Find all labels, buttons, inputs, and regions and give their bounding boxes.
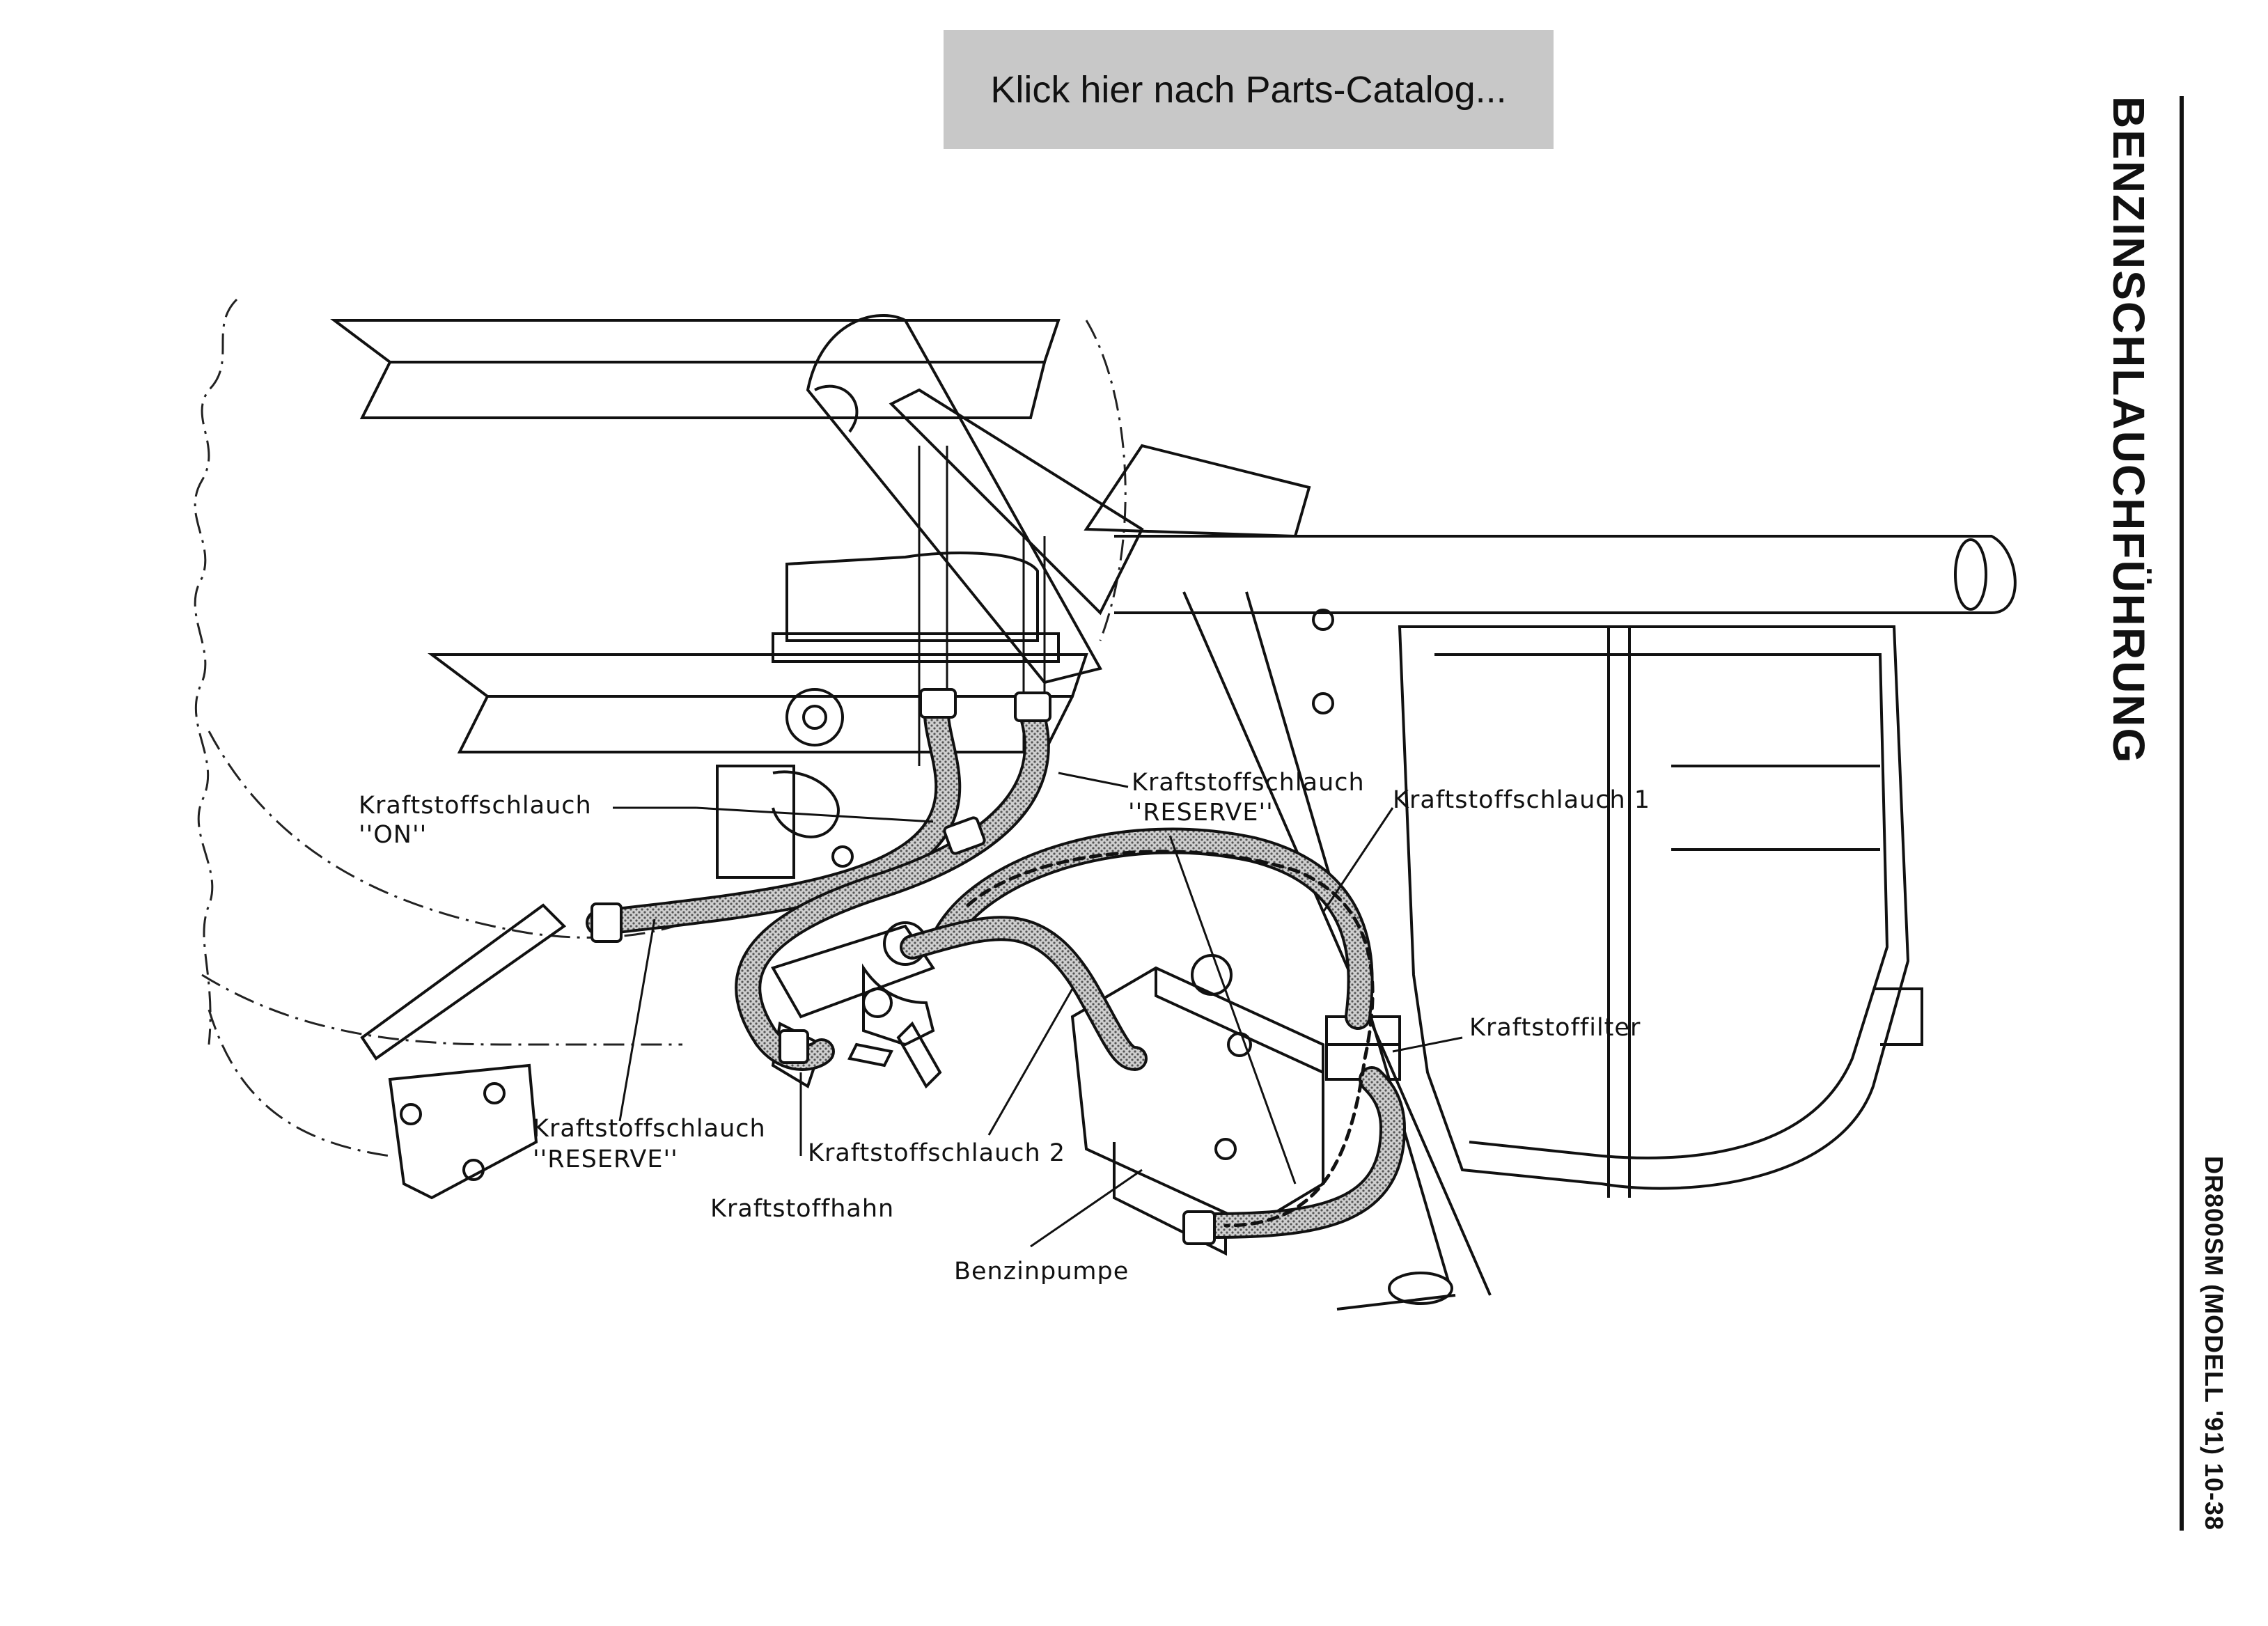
fuel-pump [1070,954,1324,1256]
frame-outline [194,298,1127,1157]
label-hose-on-line2: ''ON'' [359,821,427,849]
hose-1 [934,827,1374,1030]
page-footer: DR800SM (MODELL '91) 10-38 [2200,1156,2228,1531]
fuel-filter [1325,1015,1401,1081]
frame-tubes [330,314,2017,1311]
label-hose-1: Kraftstoffschlauch 1 [1393,786,1650,814]
side-rule [2180,96,2184,1531]
label-hose-on-line1: Kraftstoffschlauch [359,792,592,820]
label-fuel-cock: Kraftstoffhahn [710,1195,894,1223]
carburetor-assembly [716,446,1060,879]
page-title: BENZINSCHLAUCHFÜHRUNG [2104,96,2154,765]
label-hose-2: Kraftstoffschlauch 2 [808,1139,1065,1167]
label-hose-reserve-top-line1: Kraftstoffschlauch [1132,769,1365,797]
hose-pump-filter [1198,1066,1407,1239]
hose-on [586,690,962,936]
chassis-bracket [360,903,567,1200]
hose-fittings [591,688,1216,1245]
label-fuel-filter: Kraftstoffilter [1469,1014,1641,1042]
hidden-hose-path [966,850,1375,1228]
parts-catalog-link-button[interactable]: Klick hier nach Parts-Catalog... [944,30,1554,149]
fuel-tank [1312,609,1923,1198]
label-fuel-pump: Benzinpumpe [954,1258,1129,1285]
label-hose-reserve-bottom-line2: ''RESERVE'' [533,1146,678,1173]
label-hose-reserve-bottom-line1: Kraftstoffschlauch [533,1115,766,1143]
leader-lines [613,772,1463,1248]
label-hose-reserve-top-line2: ''RESERVE'' [1128,799,1274,827]
hose-2 [900,916,1148,1071]
